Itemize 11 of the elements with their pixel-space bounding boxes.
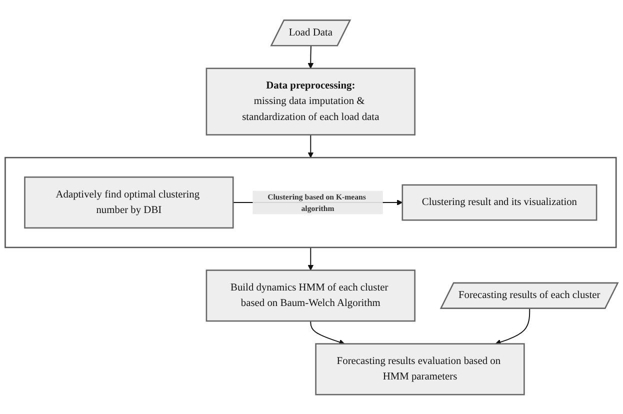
arrow (308, 134, 314, 158)
cluster (4, 156, 617, 248)
node-box: Data preprocessing: missing data imputation & standardization of each load data (206, 67, 416, 136)
arrow (308, 246, 314, 270)
node-box: Adaptively find optimal clustering number by DBI (24, 176, 234, 228)
arrow (495, 308, 530, 344)
node-box: Forecasting results evaluation based on HMM parameters (315, 342, 525, 395)
node-box: Clustering result and its visualization (402, 184, 598, 220)
node-box: Build dynamics HMM of each cluster based on Baum-Welch Algorithm (206, 269, 416, 322)
arrow (310, 320, 345, 344)
arrow (308, 45, 314, 68)
